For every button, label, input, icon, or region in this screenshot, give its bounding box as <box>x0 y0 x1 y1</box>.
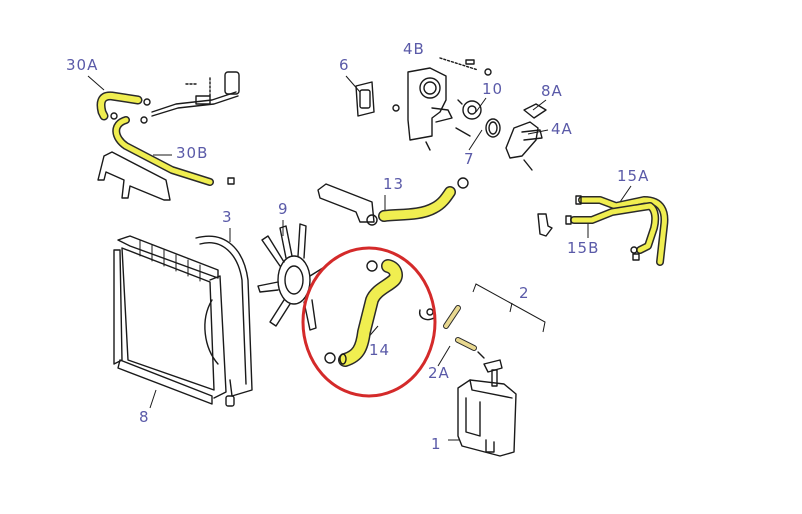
reservoir-tank-1 <box>457 351 517 457</box>
label-15a[interactable]: 15A <box>617 167 650 185</box>
pipe-assembly-30 <box>110 71 240 185</box>
label-1[interactable]: 1 <box>431 435 442 453</box>
label-8a[interactable]: 8A <box>541 82 563 100</box>
o-ring-7 <box>485 118 501 138</box>
hose-13[interactable] <box>366 177 469 226</box>
water-inlet-4a <box>505 121 543 171</box>
label-3[interactable]: 3 <box>222 208 233 226</box>
clamp-14 <box>419 308 435 321</box>
label-15b[interactable]: 15B <box>567 239 600 257</box>
hose-14[interactable] <box>324 259 403 367</box>
fan-shroud-3 <box>195 235 253 397</box>
label-30b[interactable]: 30B <box>176 144 209 162</box>
label-4a[interactable]: 4A <box>551 120 573 138</box>
hose-30a[interactable] <box>96 91 143 121</box>
hose-15b[interactable] <box>570 202 660 254</box>
gasket-8a <box>523 103 547 119</box>
highlight-circle <box>301 246 437 398</box>
bracket-13 <box>317 183 375 223</box>
label-7[interactable]: 7 <box>464 150 475 168</box>
label-6[interactable]: 6 <box>339 56 350 74</box>
label-13[interactable]: 13 <box>383 175 405 193</box>
label-30a[interactable]: 30A <box>66 56 99 74</box>
water-outlet-housing-4b <box>392 57 492 151</box>
hose-2a[interactable] <box>455 337 477 351</box>
bracket-30 <box>97 151 171 201</box>
hose-15a[interactable] <box>578 196 669 266</box>
thermostat-10 <box>457 99 482 120</box>
radiator-8 <box>113 235 235 407</box>
label-9[interactable]: 9 <box>278 200 289 218</box>
hose-2[interactable] <box>443 305 461 329</box>
label-4b[interactable]: 4B <box>403 40 425 58</box>
label-14[interactable]: 14 <box>369 341 391 359</box>
label-10[interactable]: 10 <box>482 80 504 98</box>
fan-9 <box>257 223 327 331</box>
leader-lines <box>87 75 632 441</box>
gasket-6 <box>355 81 375 117</box>
label-8[interactable]: 8 <box>139 408 150 426</box>
label-2[interactable]: 2 <box>519 284 530 302</box>
label-2a[interactable]: 2A <box>428 364 450 382</box>
fittings-15 <box>537 195 640 261</box>
hose-30b[interactable] <box>112 116 214 186</box>
